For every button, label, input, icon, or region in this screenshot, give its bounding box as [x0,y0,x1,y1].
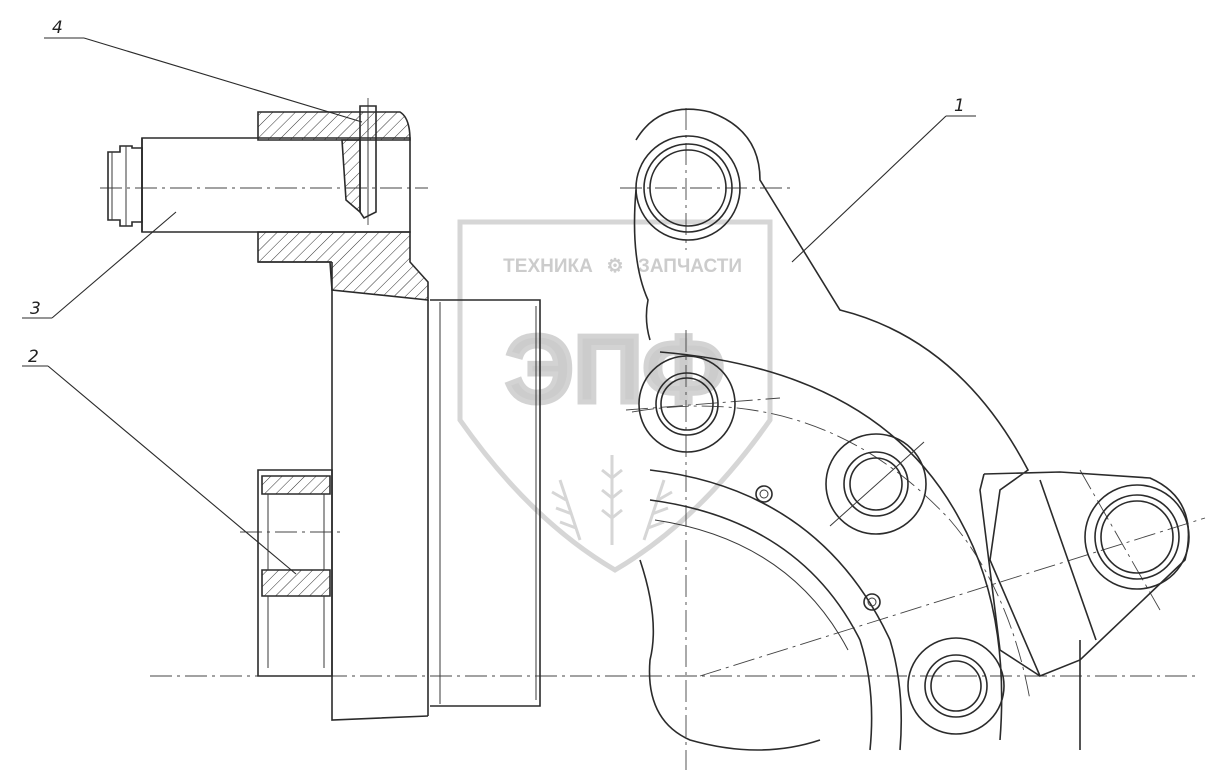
shaft-body [331,262,429,721]
bolt-lower [907,637,1005,735]
callout-1: 1 [954,96,965,116]
watermark-text-left: ТЕХНИКА [503,256,593,277]
hub-section-upper [257,111,411,141]
shaft-assembly [107,105,541,721]
callout-4: 4 [52,18,63,38]
watermark-logo: ЭПФ [505,316,724,423]
lever-part-1 [633,108,1190,751]
disc-hole-a [755,485,773,503]
disc-hole-b [863,593,881,611]
watermark-text-right: ЗАПЧАСТИ [638,256,742,277]
pin-part-3 [141,137,411,233]
hub-disc [659,351,1003,741]
bushing-part-2 [257,469,333,677]
top-eye-outer [635,135,741,241]
leaders [22,37,976,575]
callout-3: 3 [30,299,41,319]
callout-2: 2 [28,347,39,367]
pin-groove [107,145,143,227]
wheat-icon [551,455,673,545]
bolt-middle [825,433,927,535]
gear-icon: ⚙ [606,256,623,277]
center-lines [100,98,1206,770]
watermark-shield [457,219,773,573]
bolt-upper [638,355,736,453]
hub-section-lower [257,231,429,301]
right-eye-outer [1084,484,1190,590]
